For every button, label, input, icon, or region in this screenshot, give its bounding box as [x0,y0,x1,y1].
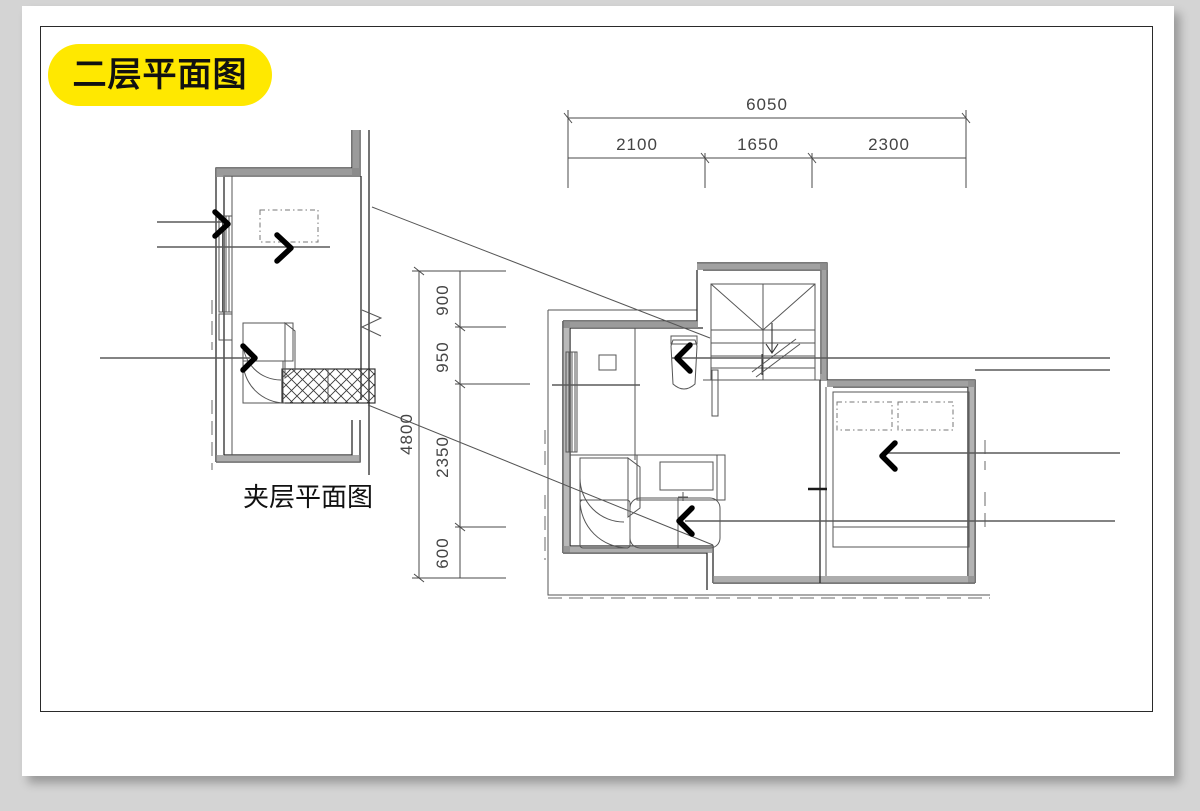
dim-seg-v-3: 600 [433,537,452,568]
dimension-chain-vertical [412,266,530,583]
dimension-chain-horizontal [563,110,971,188]
chevron-marker-1 [212,209,231,239]
mezzanine-window [218,215,233,341]
chevron-marker-6 [676,505,695,537]
break-line-symbol [360,309,383,337]
connector-diagonal-top [371,206,711,339]
pillow-right [897,401,954,431]
mezzanine-opening [259,209,319,243]
dim-total-horizontal: 6050 [746,95,788,114]
dim-seg-h-0: 2100 [616,135,658,154]
mezzanine-plan-geometry [211,130,383,475]
dim-seg-v-1: 950 [433,341,452,372]
second-floor-plan-geometry [544,262,990,599]
leader-lines [100,206,1120,546]
toilet-fixture [670,335,698,390]
bed-furniture [832,391,970,548]
main-window [565,351,578,453]
wall-fixture [598,354,617,371]
staircase [703,283,821,381]
pipe-element [711,369,719,417]
chevron-marker-3 [240,343,258,373]
mezzanine-plan-caption: 夹层平面图 [243,483,374,513]
dim-seg-h-1: 1650 [737,135,779,154]
chevron-marker-4 [674,342,693,374]
chevron-marker-5 [879,440,898,472]
dim-seg-v-2: 2350 [433,436,452,478]
title-badge-label: 二层平面图 [72,55,248,95]
pillow-left [836,401,893,431]
dim-total-vertical: 4800 [397,413,416,455]
vanity-sink [636,454,726,501]
chevron-marker-2 [274,232,294,264]
dimension-labels: 6050 2100 1650 2300 4800 900 950 2350 60… [397,95,910,569]
dim-seg-v-0: 900 [433,284,452,315]
paper-sheet [22,6,1174,776]
title-badge: 二层平面图 [48,44,272,106]
direction-markers [212,209,898,537]
bathtub-shower [579,457,721,549]
connector-diagonal-bottom [367,404,714,546]
dim-seg-h-2: 2300 [868,135,910,154]
mezzanine-crosshatch-platform [281,368,376,404]
